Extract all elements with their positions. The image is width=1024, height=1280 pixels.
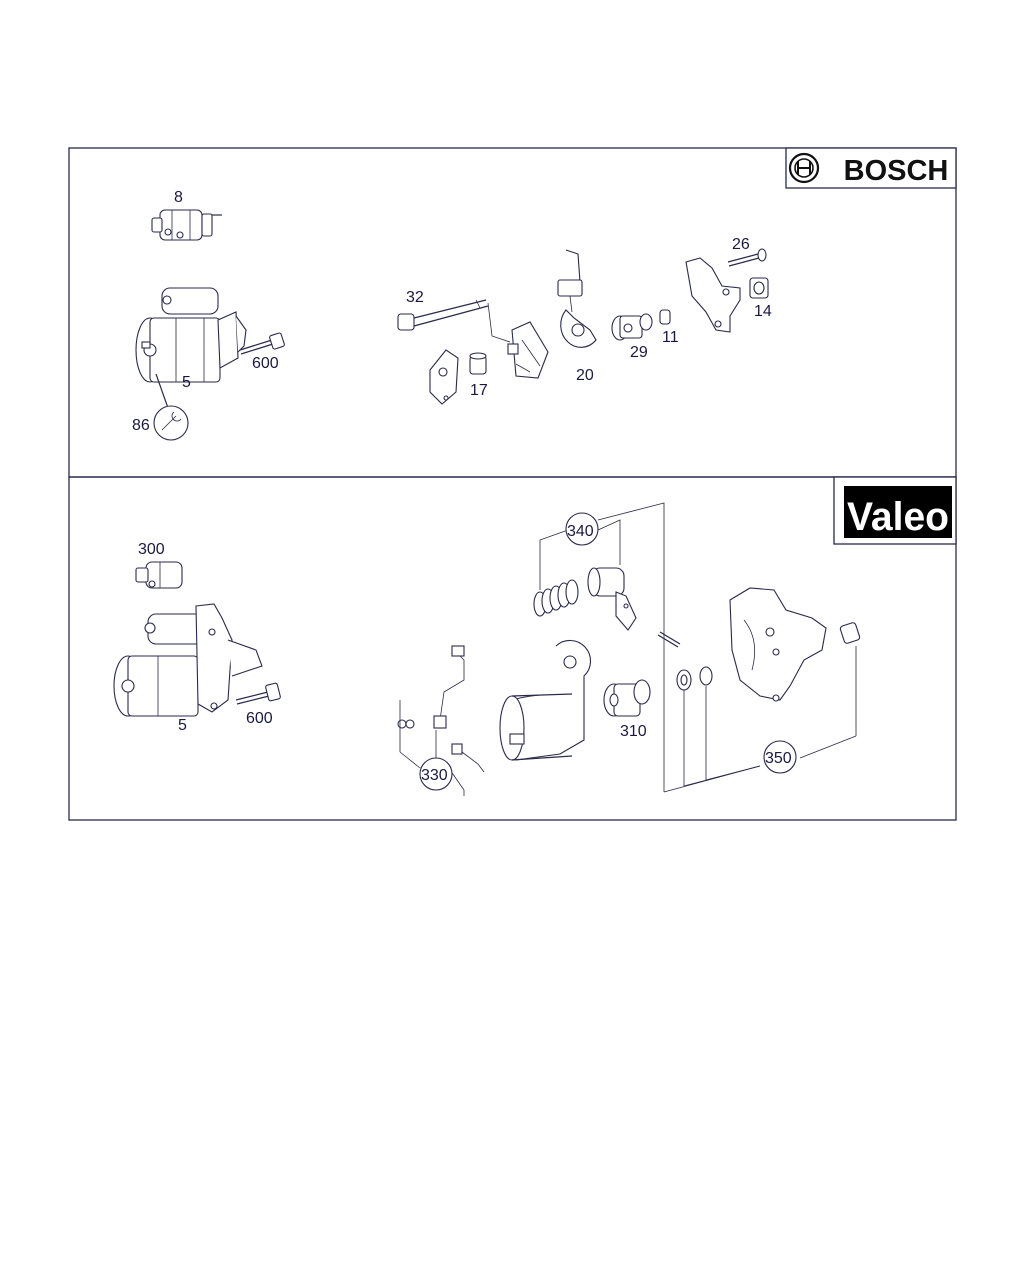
part-5-starter-motor xyxy=(135,287,247,383)
callout-20: 20 xyxy=(576,367,594,384)
callout-300: 300 xyxy=(138,541,165,558)
part-300-solenoid xyxy=(135,561,183,589)
part-bushing-valeo xyxy=(839,622,861,736)
part-drive-housing xyxy=(685,257,741,333)
part-washers xyxy=(676,666,713,786)
callout-86: 86 xyxy=(132,417,150,434)
part-310-pinion xyxy=(603,679,651,717)
callout-330: 330 xyxy=(421,767,448,784)
callout-29: 29 xyxy=(630,344,648,361)
plunger-fork xyxy=(587,567,637,631)
bosch-armature-logo xyxy=(788,152,820,184)
part-330-brush-leads xyxy=(397,645,485,796)
part-pin xyxy=(657,631,681,648)
valeo-wordmark: Valeo xyxy=(847,495,949,539)
callout-26: 26 xyxy=(732,236,750,253)
part-32-through-bolt xyxy=(397,299,511,343)
callout-600-valeo: 600 xyxy=(246,710,273,727)
part-end-plate xyxy=(429,349,459,405)
callout-5: 5 xyxy=(182,374,191,391)
part-86-service xyxy=(153,373,189,441)
part-340-spring-fork xyxy=(533,502,665,792)
part-29-pinion xyxy=(611,313,653,341)
valeo-logo: Valeo xyxy=(833,476,957,545)
part-600-bolt xyxy=(239,332,285,355)
bosch-logo: BOSCH xyxy=(785,147,957,189)
part-brush-disc xyxy=(507,321,549,379)
callout-11: 11 xyxy=(662,329,679,346)
bosch-wordmark: BOSCH xyxy=(844,155,949,187)
part-26-screw xyxy=(727,248,767,267)
callout-350: 350 xyxy=(765,750,792,767)
part-20-brush-holder xyxy=(557,249,597,348)
part-14-bushing xyxy=(749,277,769,299)
spring xyxy=(533,579,579,617)
callout-32: 32 xyxy=(406,289,424,306)
part-5-starter-motor-valeo xyxy=(113,603,263,717)
part-600-bolt-valeo xyxy=(235,682,281,705)
callout-17: 17 xyxy=(470,382,488,399)
callout-8: 8 xyxy=(174,189,183,206)
callout-310: 310 xyxy=(620,723,647,740)
part-11-ring xyxy=(659,309,671,325)
bosch-panel: BOSCH 8 5 xyxy=(68,147,957,478)
wrench-service-icon xyxy=(161,411,182,431)
part-17-bushing xyxy=(469,352,487,375)
callout-600: 600 xyxy=(252,355,279,372)
callout-5-valeo: 5 xyxy=(178,717,187,734)
part-drive-end-housing xyxy=(729,587,827,702)
part-8-solenoid xyxy=(151,209,222,241)
part-yoke xyxy=(499,639,592,761)
part-350-group xyxy=(663,735,857,793)
callout-14: 14 xyxy=(754,303,772,320)
valeo-panel: Valeo 300 5 600 xyxy=(68,476,957,821)
callout-340: 340 xyxy=(567,523,594,540)
